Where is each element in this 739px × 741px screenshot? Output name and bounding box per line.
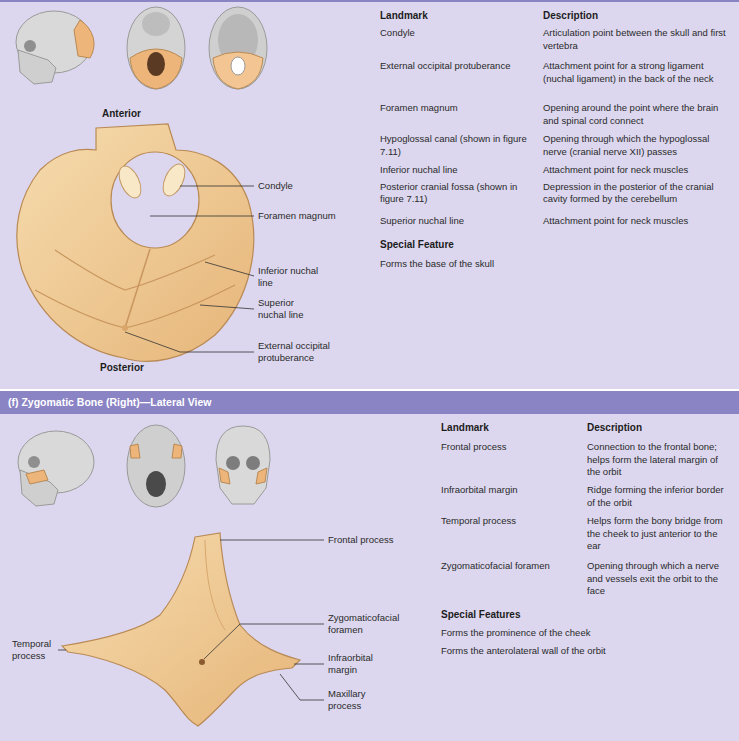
table-heading: Description bbox=[587, 422, 642, 435]
table-cell: Ridge forming the inferior border of the… bbox=[587, 484, 733, 509]
part-label: Superior nuchal line bbox=[258, 297, 322, 322]
table-cell: Attachment point for a strong ligament (… bbox=[543, 60, 733, 85]
table-heading: Landmark bbox=[380, 10, 428, 23]
skull-thumbnail bbox=[127, 7, 185, 89]
table-cell: Helps form the bony bridge from the chee… bbox=[587, 515, 733, 553]
table-cell: Condyle bbox=[380, 27, 530, 40]
table-cell: Attachment point for neck muscles bbox=[543, 215, 733, 228]
panel-ground bbox=[0, 414, 739, 741]
table-cell: Inferior nuchal line bbox=[380, 164, 530, 177]
part-label: Frontal process bbox=[328, 534, 398, 547]
panel-ground bbox=[0, 0, 739, 389]
leader-line bbox=[58, 540, 324, 700]
part-label: Infraorbital margin bbox=[328, 652, 398, 677]
part-label: Foramen magnum bbox=[258, 210, 368, 223]
table-cell: Hypoglossal canal (shown in figure 7.11) bbox=[380, 133, 530, 158]
skull-thumbnail bbox=[127, 425, 185, 507]
leader-line bbox=[125, 186, 254, 352]
part-label: Zygomaticofacial foramen bbox=[328, 612, 428, 637]
table-cell: Opening through which the hypoglossal ne… bbox=[543, 133, 733, 158]
table-heading: Special Features bbox=[441, 609, 520, 622]
table-heading: Description bbox=[543, 10, 598, 23]
table-cell: Forms the prominence of the cheek bbox=[441, 627, 691, 640]
table-cell: Infraorbital margin bbox=[441, 484, 579, 497]
skull-thumbnail bbox=[209, 7, 267, 89]
table-cell: Frontal process bbox=[441, 441, 579, 454]
view-label: Posterior bbox=[100, 362, 144, 375]
zygomatic-bone bbox=[62, 533, 300, 726]
part-label: Inferior nuchal line bbox=[258, 265, 322, 290]
table-cell: Depression in the posterior of the crani… bbox=[543, 181, 733, 206]
table-heading: Special Feature bbox=[380, 239, 454, 252]
table-cell: Opening through which a nerve and vessel… bbox=[587, 560, 733, 598]
part-label: Temporal process bbox=[12, 638, 58, 663]
title-band: (f) Zygomatic Bone (Right)—Lateral View bbox=[0, 391, 739, 414]
table-cell: Opening around the point where the brain… bbox=[543, 102, 733, 127]
table-cell: Forms the anterolateral wall of the orbi… bbox=[441, 645, 691, 658]
part-label: Maxillary process bbox=[328, 688, 398, 713]
skull-thumbnail bbox=[16, 11, 94, 84]
table-cell: Foramen magnum bbox=[380, 102, 530, 115]
occipital-bone bbox=[17, 124, 254, 361]
table-cell: Connection to the frontal bone; helps fo… bbox=[587, 441, 733, 479]
table-cell: Attachment point for neck muscles bbox=[543, 164, 733, 177]
panel-rule bbox=[0, 0, 739, 2]
view-label: Anterior bbox=[102, 108, 141, 121]
table-cell: External occipital protuberance bbox=[380, 60, 530, 73]
table-cell: Superior nuchal line bbox=[380, 215, 530, 228]
skull-thumbnail bbox=[216, 426, 270, 504]
table-cell: Articulation point between the skull and… bbox=[543, 27, 733, 52]
table-cell: Temporal process bbox=[441, 515, 579, 528]
band-title: (f) Zygomatic Bone (Right)—Lateral View bbox=[8, 396, 731, 409]
table-cell: Posterior cranial fossa (shown in figure… bbox=[380, 181, 530, 206]
skull-thumbnail bbox=[18, 431, 94, 506]
table-heading: Landmark bbox=[441, 422, 489, 435]
table-cell: Forms the base of the skull bbox=[380, 258, 580, 271]
part-label: Condyle bbox=[258, 180, 368, 193]
table-cell: Zygomaticofacial foramen bbox=[441, 560, 579, 573]
part-label: External occipital protuberance bbox=[258, 340, 348, 365]
